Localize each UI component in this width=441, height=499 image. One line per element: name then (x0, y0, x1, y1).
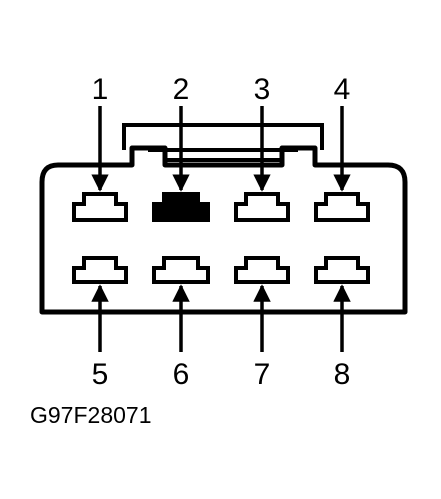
pin-cavity-8 (314, 256, 370, 284)
pin-cavity-1 (72, 192, 128, 222)
bottom-arrows (91, 284, 351, 352)
pin-cavity-3 (234, 192, 290, 222)
bottom-pin-row (72, 256, 370, 284)
pin-cavity-6 (152, 256, 210, 284)
connector-housing (39, 145, 408, 315)
figure-id: G97F28071 (30, 402, 151, 428)
pin-cavity-5 (72, 256, 128, 284)
top-arrows (91, 106, 351, 192)
pin-label-4: 4 (334, 73, 351, 106)
latch-frame (122, 123, 324, 162)
pin-label-1: 1 (92, 73, 109, 106)
pin-label-2: 2 (173, 73, 190, 106)
pin-labels: 1 2 3 4 5 6 7 8 (92, 73, 351, 391)
pin-cavity-2 (152, 192, 210, 222)
pin-label-5: 5 (92, 358, 109, 391)
pin-cavity-7 (234, 256, 290, 284)
pin-cavity-4 (314, 192, 370, 222)
pin-label-7: 7 (254, 358, 271, 391)
pin-label-6: 6 (173, 358, 190, 391)
pin-label-8: 8 (334, 358, 351, 391)
top-pin-row (72, 192, 370, 222)
pin-label-3: 3 (254, 73, 271, 106)
